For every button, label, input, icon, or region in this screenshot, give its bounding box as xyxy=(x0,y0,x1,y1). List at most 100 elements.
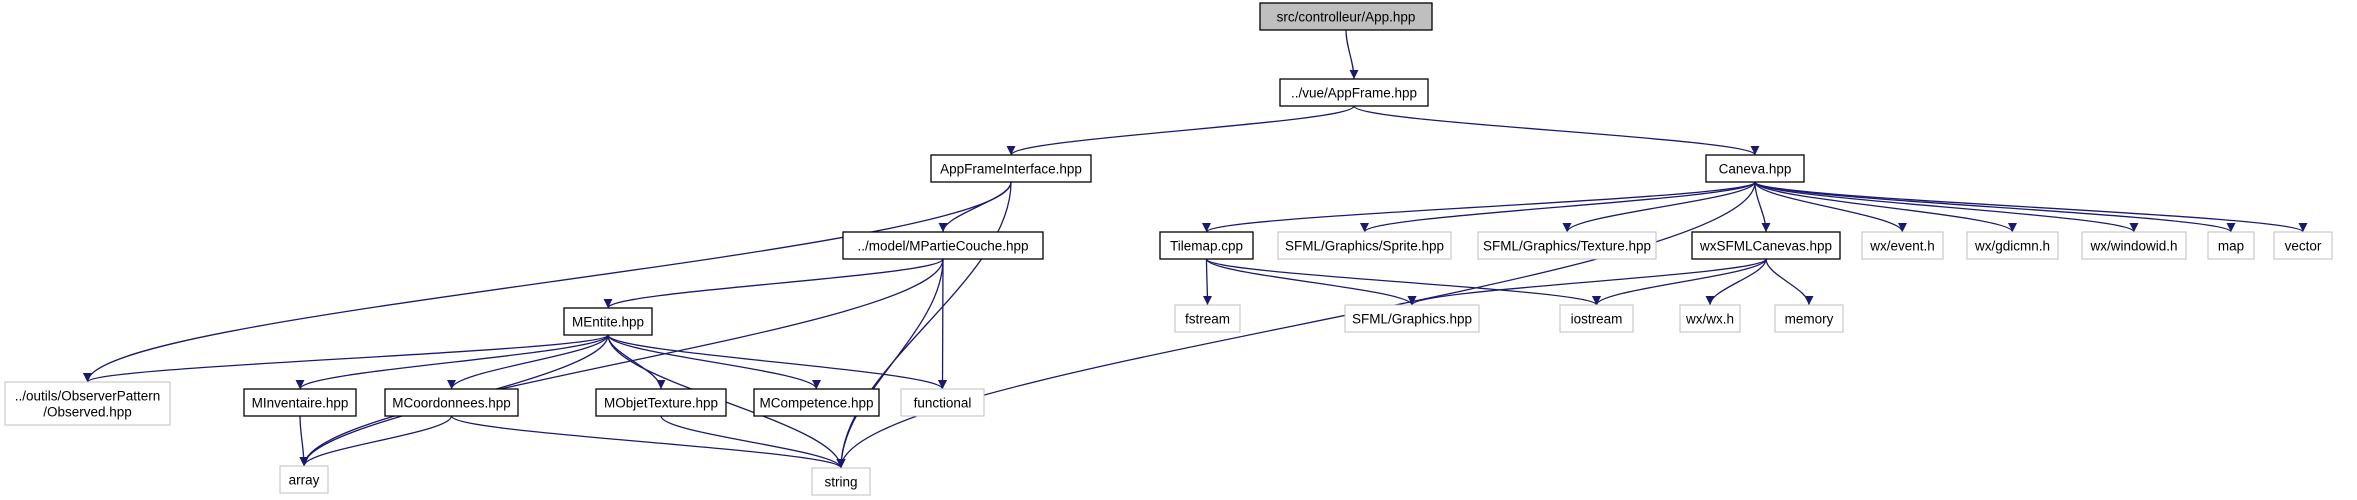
node-windowid[interactable]: wx/windowid.h xyxy=(2081,231,2187,260)
node-label-mcomp: MCompetence.hpp xyxy=(759,396,873,411)
node-appframe[interactable]: ../vue/AppFrame.hpp xyxy=(1279,78,1429,107)
node-box-sfmlgfx[interactable] xyxy=(1344,304,1480,333)
node-fstream[interactable]: fstream xyxy=(1174,304,1241,333)
edge-caneva-to-windowid xyxy=(1754,181,2139,233)
node-event[interactable]: wx/event.h xyxy=(1861,231,1944,260)
node-mpc[interactable]: ../model/MPartieCouche.hpp xyxy=(842,231,1044,260)
edge-mentite-to-mcoord xyxy=(447,334,609,390)
node-box-mcoord[interactable] xyxy=(384,388,519,417)
node-label-mcoord: MCoordonnees.hpp xyxy=(392,396,511,411)
node-label-functional: functional xyxy=(914,396,972,411)
node-sprite[interactable]: SFML/Graphics/Sprite.hpp xyxy=(1277,231,1452,260)
edge-caneva-to-vector xyxy=(1754,181,2308,233)
node-box-wxsfml[interactable] xyxy=(1691,231,1841,260)
node-box-array[interactable] xyxy=(279,465,329,494)
node-box-tilemap[interactable] xyxy=(1159,231,1254,260)
node-caneva[interactable]: Caneva.hpp xyxy=(1705,154,1805,183)
node-map[interactable]: map xyxy=(2207,231,2255,260)
node-functional[interactable]: functional xyxy=(900,388,985,417)
edge-mcoord-to-string xyxy=(450,415,846,469)
node-label-gdicmn: wx/gdicmn.h xyxy=(1974,239,2050,254)
node-box-string[interactable] xyxy=(811,467,871,496)
node-label-mpc: ../model/MPartieCouche.hpp xyxy=(857,239,1028,254)
node-string[interactable]: string xyxy=(811,467,871,496)
node-box-texture[interactable] xyxy=(1477,231,1657,260)
node-label-sprite: SFML/Graphics/Sprite.hpp xyxy=(1285,239,1444,254)
node-wxwx[interactable]: wx/wx.h xyxy=(1679,304,1741,333)
node-box-map[interactable] xyxy=(2207,231,2255,260)
node-box-observed[interactable] xyxy=(4,381,171,426)
edge-layer xyxy=(83,29,2308,469)
node-iostream[interactable]: iostream xyxy=(1559,304,1634,333)
node-mentite[interactable]: MEntite.hpp xyxy=(563,307,653,336)
edge-mcoord-to-array xyxy=(299,415,453,467)
edge-minv-to-array xyxy=(299,415,309,467)
edge-mpc-to-string xyxy=(836,258,944,469)
node-label-caneva: Caneva.hpp xyxy=(1719,162,1792,177)
edge-appframe-to-caneva xyxy=(1353,105,1760,156)
node-label-mentite: MEntite.hpp xyxy=(572,315,644,330)
edge-tilemap-to-iostream xyxy=(1205,258,1601,306)
node-minv[interactable]: MInventaire.hpp xyxy=(243,388,357,417)
node-box-afi[interactable] xyxy=(930,154,1092,183)
node-label-afi: AppFrameInterface.hpp xyxy=(940,162,1082,177)
node-box-gdicmn[interactable] xyxy=(1966,231,2059,260)
node-app[interactable]: src/controlleur/App.hpp xyxy=(1259,2,1433,31)
node-memory[interactable]: memory xyxy=(1774,304,1844,333)
edge-afi-to-mpc xyxy=(938,181,1012,233)
node-texture[interactable]: SFML/Graphics/Texture.hpp xyxy=(1477,231,1657,260)
node-observed[interactable]: ../outils/ObserverPattern/Observed.hpp xyxy=(4,381,171,426)
node-box-iostream[interactable] xyxy=(1559,304,1634,333)
node-wxsfml[interactable]: wxSFMLCanevas.hpp xyxy=(1691,231,1841,260)
edge-caneva-to-gdicmn xyxy=(1754,181,2017,233)
node-label-wxwx: wx/wx.h xyxy=(1685,312,1734,327)
node-box-functional[interactable] xyxy=(900,388,985,417)
edge-caneva-to-tilemap xyxy=(1202,181,1756,233)
node-box-wxwx[interactable] xyxy=(1679,304,1741,333)
edge-wxsfml-to-iostream xyxy=(1592,258,1767,306)
node-label-observed: ../outils/ObserverPattern xyxy=(15,389,161,404)
node-box-mcomp[interactable] xyxy=(753,388,880,417)
node-mcomp[interactable]: MCompetence.hpp xyxy=(753,388,880,417)
node-label-wxsfml: wxSFMLCanevas.hpp xyxy=(1699,239,1832,254)
node-box-fstream[interactable] xyxy=(1174,304,1241,333)
node-box-mentite[interactable] xyxy=(563,307,653,336)
node-mobjtex[interactable]: MObjetTexture.hpp xyxy=(595,388,727,417)
edge-mentite-to-mcomp xyxy=(607,334,821,390)
edge-tilemap-to-fstream xyxy=(1202,258,1212,306)
node-box-app[interactable] xyxy=(1259,2,1433,31)
node-box-sprite[interactable] xyxy=(1277,231,1452,260)
node-afi[interactable]: AppFrameInterface.hpp xyxy=(930,154,1092,183)
node-label-sfmlgfx: SFML/Graphics.hpp xyxy=(1352,312,1472,327)
node-label-array: array xyxy=(289,473,320,488)
node-vector[interactable]: vector xyxy=(2273,231,2333,260)
node-label-vector: vector xyxy=(2285,239,2322,254)
node-sfmlgfx[interactable]: SFML/Graphics.hpp xyxy=(1344,304,1480,333)
node-box-minv[interactable] xyxy=(243,388,357,417)
edge-caneva-to-event xyxy=(1754,181,1907,233)
node-box-vector[interactable] xyxy=(2273,231,2333,260)
node-box-appframe[interactable] xyxy=(1279,78,1429,107)
node-array[interactable]: array xyxy=(279,465,329,494)
edge-mpc-to-array xyxy=(299,258,944,467)
node-mcoord[interactable]: MCoordonnees.hpp xyxy=(384,388,519,417)
node-label-appframe: ../vue/AppFrame.hpp xyxy=(1291,86,1417,101)
edge-mentite-to-functional xyxy=(607,334,947,390)
node-box-event[interactable] xyxy=(1861,231,1944,260)
edge-app-to-appframe xyxy=(1345,29,1359,80)
edge-tilemap-to-sfmlgfx xyxy=(1205,258,1417,306)
node-box-windowid[interactable] xyxy=(2081,231,2187,260)
edge-caneva-to-wxsfml xyxy=(1754,181,1771,233)
node-box-mpc[interactable] xyxy=(842,231,1044,260)
edge-caneva-to-sprite xyxy=(1360,181,1756,233)
edge-wxsfml-to-memory xyxy=(1765,258,1814,306)
node-box-mobjtex[interactable] xyxy=(595,388,727,417)
edge-mentite-to-mobjtex xyxy=(607,334,666,390)
node-gdicmn[interactable]: wx/gdicmn.h xyxy=(1966,231,2059,260)
node-label-event: wx/event.h xyxy=(1869,239,1935,254)
node-label-map: map xyxy=(2218,239,2244,254)
node-box-caneva[interactable] xyxy=(1705,154,1805,183)
node-box-memory[interactable] xyxy=(1774,304,1844,333)
node-tilemap[interactable]: Tilemap.cpp xyxy=(1159,231,1254,260)
